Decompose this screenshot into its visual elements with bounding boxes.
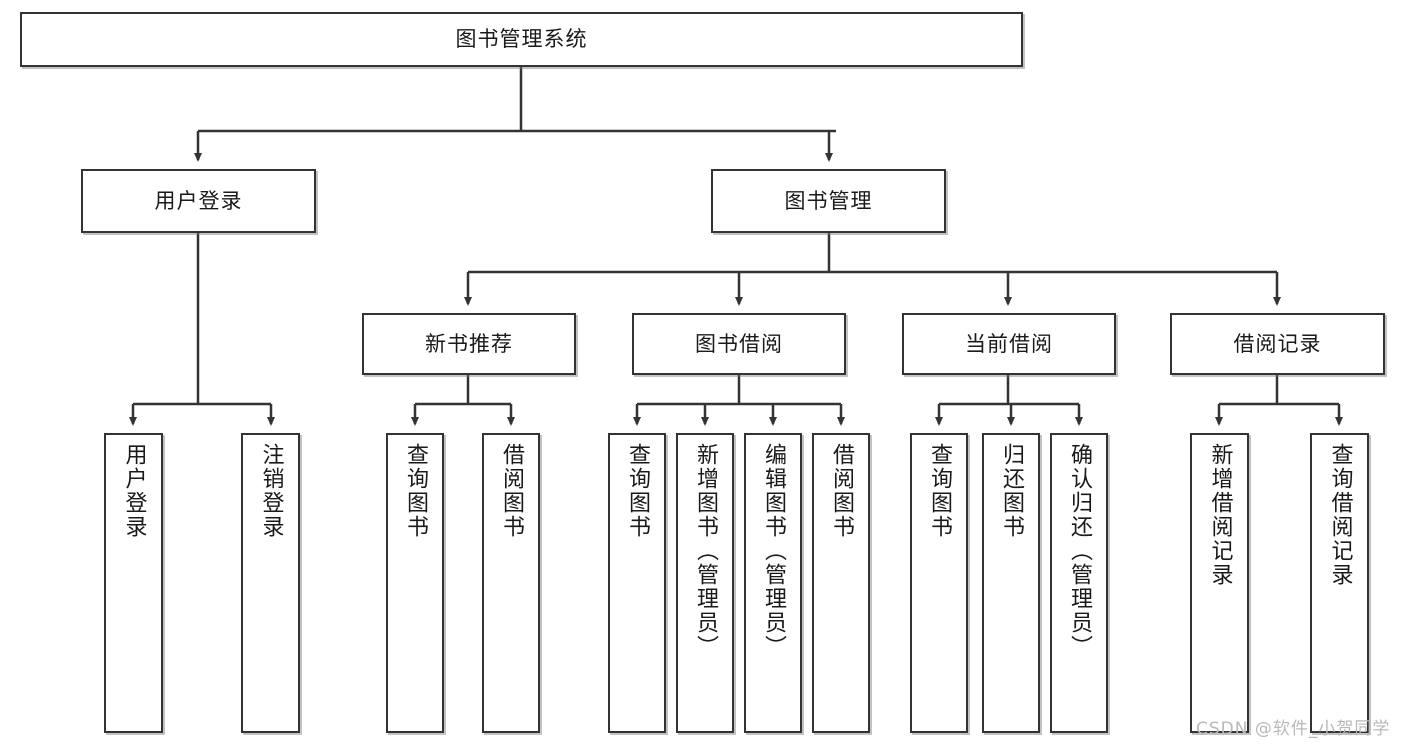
node-new-book-recommend-label: 新书推荐 [425,331,513,356]
leaf-add-book-admin[interactable]: 新增图书（管理员） [676,433,734,733]
node-root[interactable]: 图书管理系统 [20,12,1023,67]
leaf-user-login-label: 用户登录 [121,443,147,539]
node-new-book-recommend[interactable]: 新书推荐 [362,313,576,375]
leaf-query-book-borrow[interactable]: 查询图书 [608,433,666,733]
leaf-return-book-label: 归还图书 [998,443,1024,539]
leaf-logout[interactable]: 注销登录 [241,433,300,733]
watermark-text: CSDN @软件_小贺同学 [1196,719,1391,739]
leaf-query-book-current-label: 查询图书 [926,443,952,539]
leaf-add-book-admin-label: 新增图书（管理员） [692,443,718,659]
node-book-borrow[interactable]: 图书借阅 [632,313,846,375]
node-user-login-label: 用户登录 [154,188,243,213]
leaf-logout-label: 注销登录 [258,443,284,539]
node-user-login[interactable]: 用户登录 [81,169,316,233]
leaf-add-borrow-record-label: 新增借阅记录 [1207,443,1233,587]
leaf-query-book-recommend-label: 查询图书 [402,443,428,539]
node-borrow-record-label: 借阅记录 [1233,331,1322,356]
leaf-query-borrow-record-label: 查询借阅记录 [1327,443,1353,587]
leaf-edit-book-admin-label: 编辑图书（管理员） [760,443,786,659]
leaf-query-book-borrow-label: 查询图书 [624,443,650,539]
node-root-label: 图书管理系统 [455,27,588,52]
node-book-management[interactable]: 图书管理 [711,169,946,233]
node-current-borrow[interactable]: 当前借阅 [902,313,1116,375]
node-borrow-record[interactable]: 借阅记录 [1170,313,1385,375]
leaf-borrow-book-recommend[interactable]: 借阅图书 [482,433,540,733]
leaf-borrow-book-recommend-label: 借阅图书 [498,443,524,539]
leaf-borrow-book-borrow[interactable]: 借阅图书 [812,433,870,733]
leaf-add-borrow-record[interactable]: 新增借阅记录 [1190,433,1249,733]
leaf-query-book-recommend[interactable]: 查询图书 [386,433,444,733]
node-current-borrow-label: 当前借阅 [965,331,1053,356]
node-book-management-label: 图书管理 [784,188,873,213]
leaf-confirm-return-admin-label: 确认归还（管理员） [1066,443,1092,659]
leaf-query-book-current[interactable]: 查询图书 [910,433,968,733]
leaf-borrow-book-borrow-label: 借阅图书 [828,443,854,539]
leaf-query-borrow-record[interactable]: 查询借阅记录 [1310,433,1369,733]
leaf-return-book[interactable]: 归还图书 [982,433,1040,733]
leaf-edit-book-admin[interactable]: 编辑图书（管理员） [744,433,802,733]
node-book-borrow-label: 图书借阅 [695,331,783,356]
leaf-user-login[interactable]: 用户登录 [104,433,163,733]
leaf-confirm-return-admin[interactable]: 确认归还（管理员） [1050,433,1108,733]
